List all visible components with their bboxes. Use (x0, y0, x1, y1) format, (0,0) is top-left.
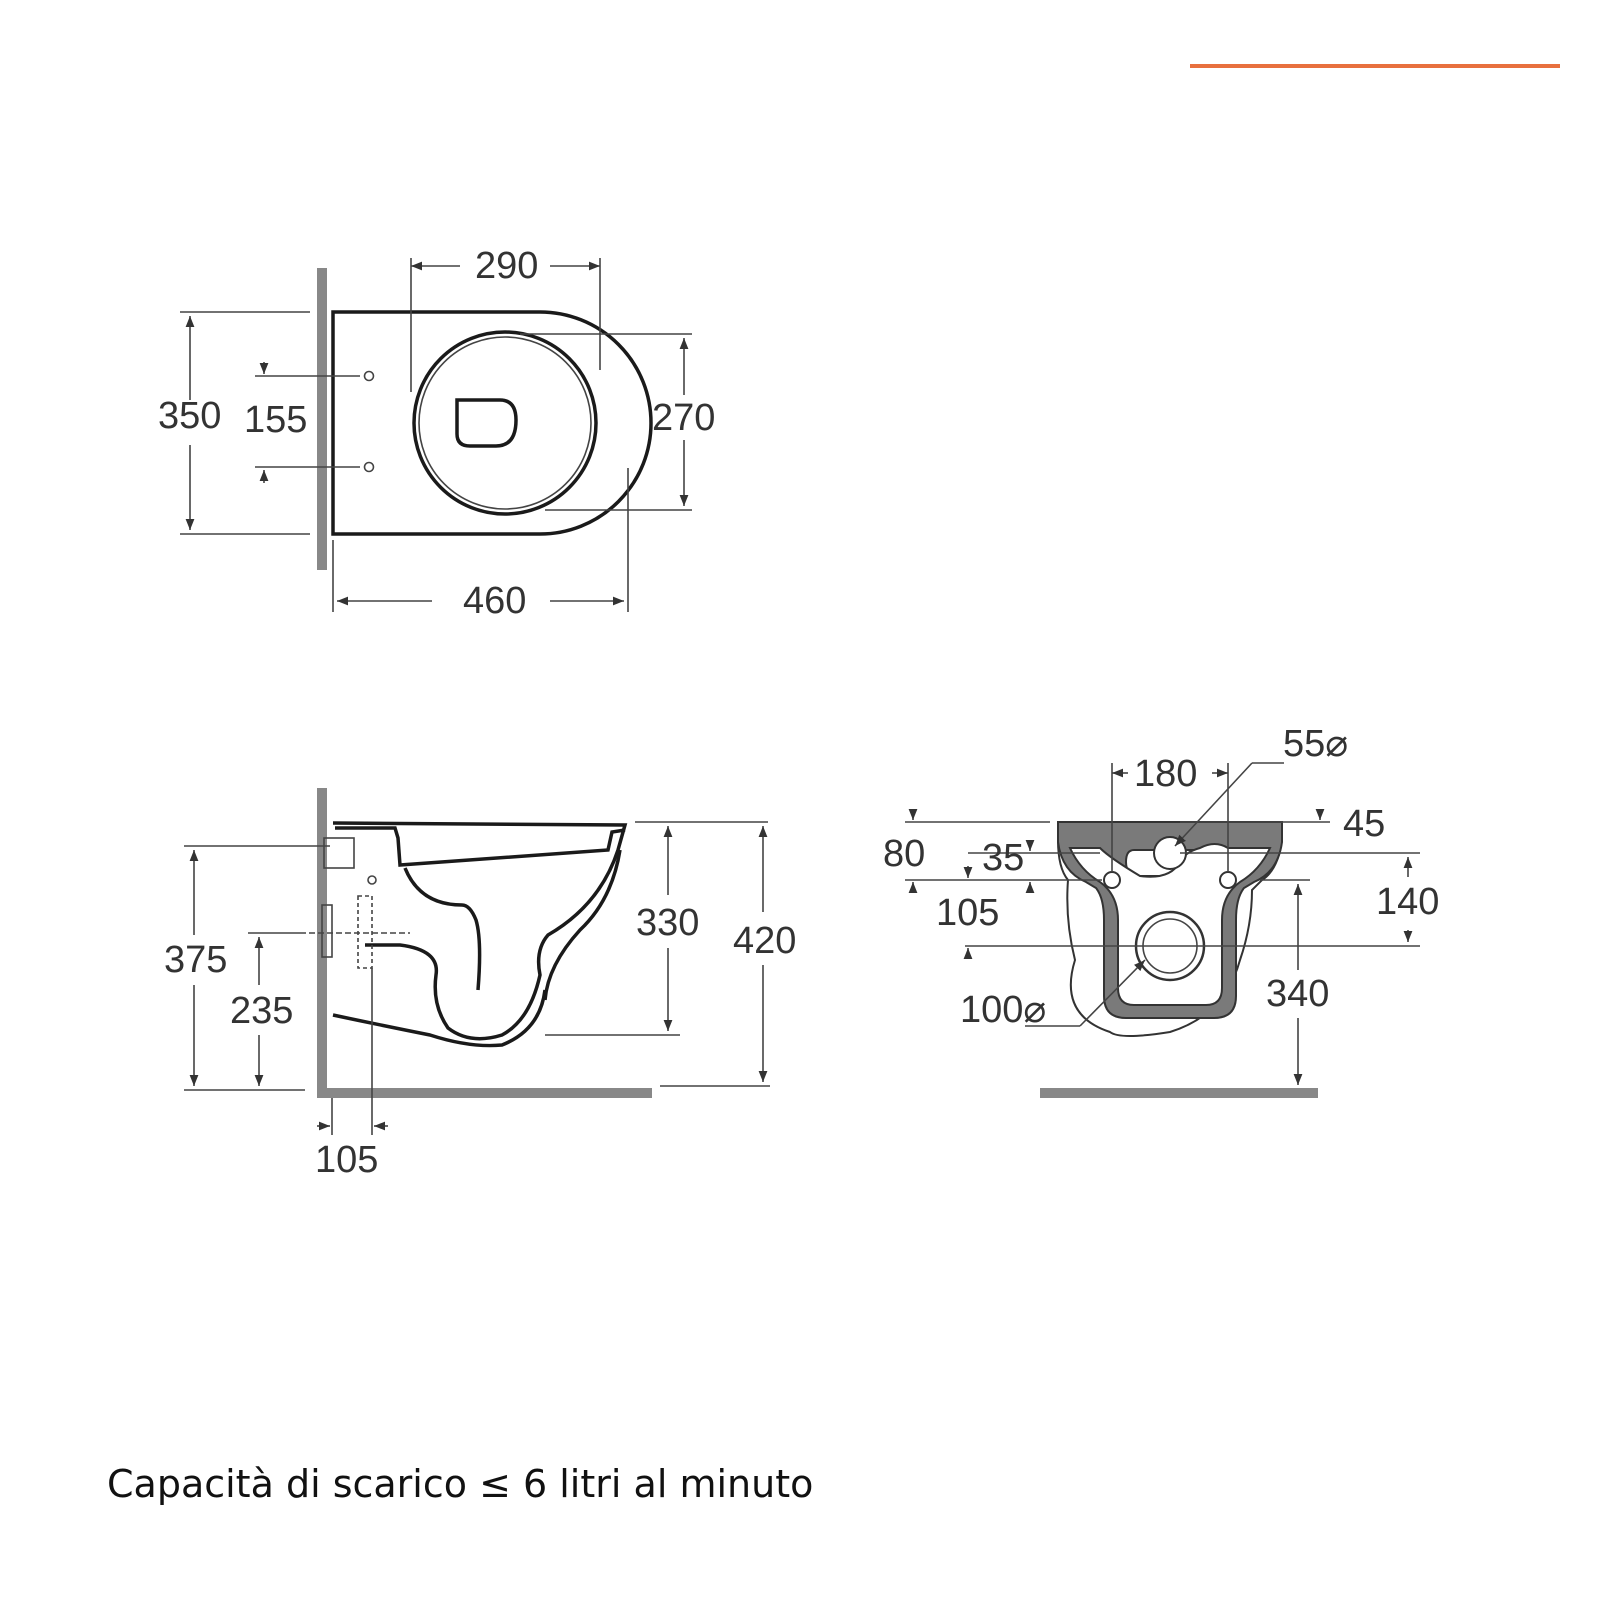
dim-290: 290 (475, 245, 538, 287)
dim-420: 420 (733, 920, 796, 962)
dim-155: 155 (244, 399, 307, 441)
dim-105-side: 105 (315, 1139, 378, 1181)
side-view: 330 420 375 235 105 (164, 788, 796, 1181)
dim-235: 235 (230, 990, 293, 1032)
dim-80: 80 (883, 833, 925, 875)
fixing-hole-lower (363, 461, 375, 473)
rear-hole-right (1219, 871, 1237, 889)
rear-view: 180 55⌀ 45 80 35 105 140 340 (883, 723, 1439, 1098)
dim-100-diameter: 100⌀ (960, 989, 1046, 1031)
top-view: 290 350 155 270 460 (158, 245, 715, 622)
dim-270: 270 (652, 397, 715, 439)
dim-35: 35 (982, 837, 1024, 879)
dim-340: 340 (1266, 973, 1329, 1015)
fixing-hole-upper (363, 370, 375, 382)
dim-45: 45 (1343, 803, 1385, 845)
dim-180: 180 (1134, 753, 1197, 795)
dim-350: 350 (158, 395, 221, 437)
accent-bar (1190, 64, 1560, 68)
top-bowl-outline (331, 310, 653, 536)
dim-375: 375 (164, 939, 227, 981)
top-bowl-inner (418, 336, 592, 510)
dim-330: 330 (636, 902, 699, 944)
dim-55-diameter: 55⌀ (1283, 723, 1348, 765)
dim-460: 460 (463, 580, 526, 622)
discharge-capacity-caption: Capacità di scarico ≤ 6 litri al minuto (107, 1462, 814, 1506)
top-bowl-rim (412, 330, 598, 516)
dim-105-rear: 105 (936, 892, 999, 934)
dim-140: 140 (1376, 881, 1439, 923)
rear-hole-left (1103, 871, 1121, 889)
side-trapway (403, 867, 482, 991)
top-outlet (455, 398, 518, 448)
side-bowl-outer (332, 821, 628, 1041)
